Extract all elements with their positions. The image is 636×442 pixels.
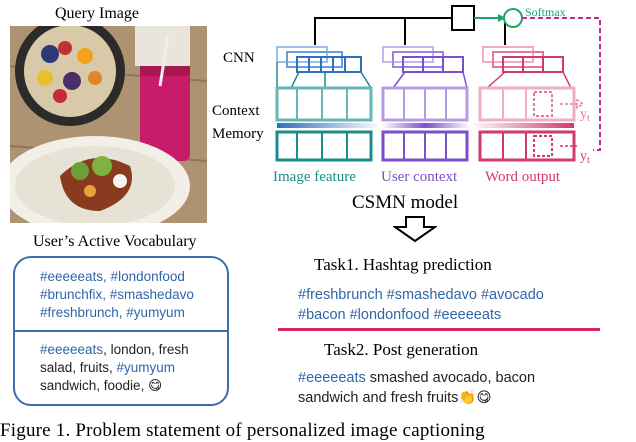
attention-box [451, 5, 475, 31]
word-output-label: Word output [485, 169, 561, 185]
query-photo [10, 26, 207, 223]
task2-output-line: sandwich and fresh fruits👏😋 [298, 388, 618, 408]
vocabulary-word-line: #eeeeeats, london, fresh [40, 341, 225, 359]
yt-arrow [560, 98, 585, 110]
cnn-fan-lines [276, 62, 572, 89]
task1-output: #freshbrunch #smashedavo #avocado #bacon… [298, 285, 598, 325]
memory-user-row [381, 130, 469, 162]
context-label: Context [212, 103, 260, 119]
control-line [314, 17, 451, 45]
vocabulary-words: #eeeeeats, london, fresh salad, fruits, … [40, 341, 225, 395]
cnn-image-block [276, 46, 362, 73]
vocabulary-hashtag-line: #freshbrunch, #yumyum [40, 305, 185, 320]
softmax-label: Softmax [525, 5, 566, 19]
csmn-diagram: CNN Context Memory Softmax [212, 5, 601, 185]
image-feature-label: Image feature [273, 169, 356, 185]
memory-word-row [478, 130, 576, 162]
down-arrow-icon [393, 216, 437, 242]
task2-output-word: #eeeeeats [298, 370, 366, 386]
vocabulary-hashtags: #eeeeeats, #londonfood #brunchfix, #smas… [40, 268, 225, 322]
task-divider [278, 328, 600, 331]
task1-output-line: #bacon #londonfood #eeeeeats [298, 307, 502, 323]
memory-label: Memory [212, 126, 264, 142]
softmax-node [503, 8, 523, 28]
context-user-row [381, 86, 469, 122]
vocabulary-word: , london, fresh [103, 342, 189, 357]
memory-image-row [275, 130, 373, 162]
user-context-label: User context [381, 169, 458, 185]
vocabulary-hashtag-line: #eeeeeats, #londonfood [40, 269, 185, 284]
task2-output-word: sandwich and fresh fruits👏😋 [298, 390, 492, 406]
yt-label-bottom: yt [580, 149, 590, 166]
memory-divider-bar [277, 123, 574, 128]
vocabulary-word: salad, fruits, [40, 360, 117, 375]
vocabulary-word-line: salad, fruits, #yumyum [40, 359, 225, 377]
softmax-arrowhead [498, 14, 506, 22]
vocabulary-title: User’s Active Vocabulary [33, 233, 197, 250]
vocabulary-word: #eeeeeats [40, 342, 104, 357]
cnn-label: CNN [223, 50, 255, 66]
vocabulary-word: #yumyum [116, 360, 176, 375]
context-word-row [478, 86, 576, 122]
task2-label: Task2. Post generation [324, 340, 479, 359]
task2-output: #eeeeeats smashed avocado, bacon sandwic… [298, 368, 618, 408]
task2-output-line: #eeeeeats smashed avocado, bacon [298, 368, 618, 388]
model-label: CSMN model [352, 192, 459, 213]
control-line [474, 17, 506, 45]
task2-output-word: smashed avocado, bacon [365, 370, 536, 386]
yt-label-top: yt [580, 107, 590, 124]
vocabulary-divider [13, 330, 229, 332]
context-image-row [275, 86, 373, 122]
query-image-label: Query Image [55, 5, 139, 22]
vocabulary-word-line: sandwich, foodie, 😋 [40, 377, 225, 395]
vocabulary-word: sandwich, foodie, 😋 [40, 378, 163, 393]
vocabulary-hashtag-line: #brunchfix, #smashedavo [40, 287, 194, 302]
task1-output-line: #freshbrunch #smashedavo #avocado [298, 287, 544, 303]
softmax-feedback [522, 17, 601, 151]
task1-label: Task1. Hashtag prediction [314, 255, 492, 274]
figure-caption: Figure 1. Problem statement of personali… [0, 420, 485, 441]
cnn-word-block [482, 46, 564, 73]
cnn-user-block [382, 46, 464, 73]
